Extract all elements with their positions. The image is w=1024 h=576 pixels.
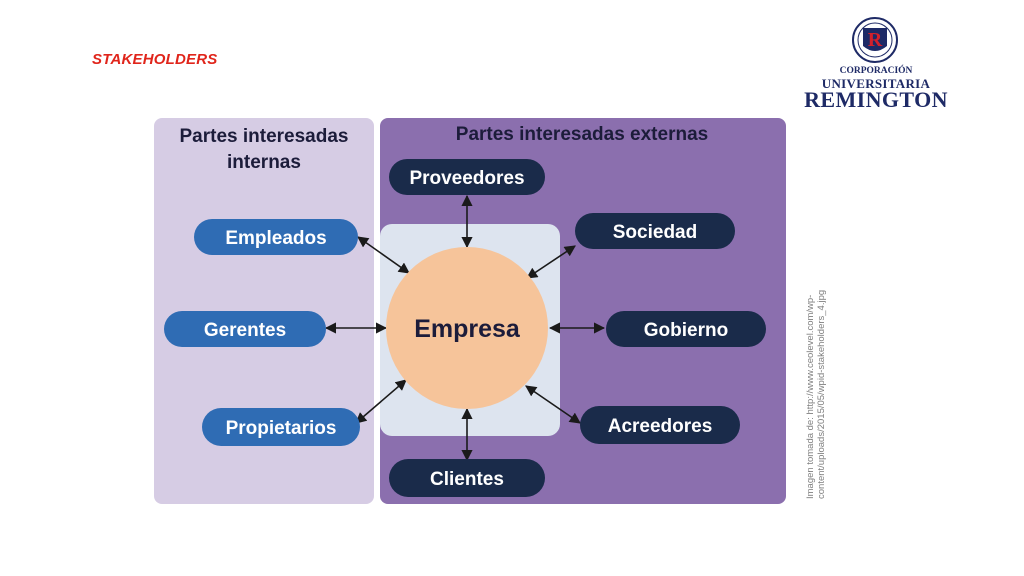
connector-arrows [324, 194, 606, 462]
node-empleados-label: Empleados [225, 228, 326, 249]
node-empleados: Empleados [194, 219, 358, 255]
arrow-empleados [357, 236, 410, 274]
node-gobierno: Gobierno [606, 311, 766, 347]
node-gerentes: Gerentes [164, 311, 326, 347]
external-heading: Partes interesadas externas [456, 124, 708, 145]
node-propietarios: Propietarios [202, 408, 360, 446]
internal-heading-line2: internas [227, 152, 301, 173]
arrow-acreedores [525, 385, 581, 424]
university-logo: R CORPORACIÓN UNIVERSITARIA REMINGTON [798, 14, 954, 112]
internal-heading-line1: Partes interesadas [180, 126, 349, 147]
caption-line1: Imagen tomada de: http://www.ceolevel.co… [805, 295, 816, 499]
slide-title: STAKEHOLDERS [92, 51, 218, 68]
arrow-propietarios [355, 379, 407, 424]
node-acreedores: Acreedores [580, 406, 740, 444]
logo-line-universitaria: UNIVERSITARIA [821, 76, 931, 91]
arrow-sociedad [526, 245, 576, 279]
node-acreedores-label: Acreedores [608, 416, 713, 437]
image-source-caption: Imagen tomada de: http://www.ceolevel.co… [805, 229, 827, 499]
logo-line-remington: REMINGTON [804, 87, 948, 112]
node-gobierno-label: Gobierno [644, 320, 728, 341]
node-propietarios-label: Propietarios [226, 418, 337, 439]
company-label: Empresa [414, 315, 521, 343]
logo-seal-icon: R [852, 17, 898, 63]
logo-line-corporacion: CORPORACIÓN [839, 66, 913, 76]
stakeholders-diagram: Partes interesadas internas Partes inter… [154, 118, 786, 504]
company-circle [386, 247, 548, 409]
node-proveedores: Proveedores [389, 159, 545, 195]
logo-seal-letter: R [868, 29, 883, 51]
node-sociedad-label: Sociedad [613, 222, 697, 243]
node-clientes-label: Clientes [430, 469, 504, 490]
node-sociedad: Sociedad [575, 213, 735, 249]
node-clientes: Clientes [389, 459, 545, 497]
node-proveedores-label: Proveedores [409, 168, 524, 189]
caption-line2: content/uploads/2015/05/wpid-stakeholder… [816, 290, 827, 499]
node-gerentes-label: Gerentes [204, 320, 286, 341]
